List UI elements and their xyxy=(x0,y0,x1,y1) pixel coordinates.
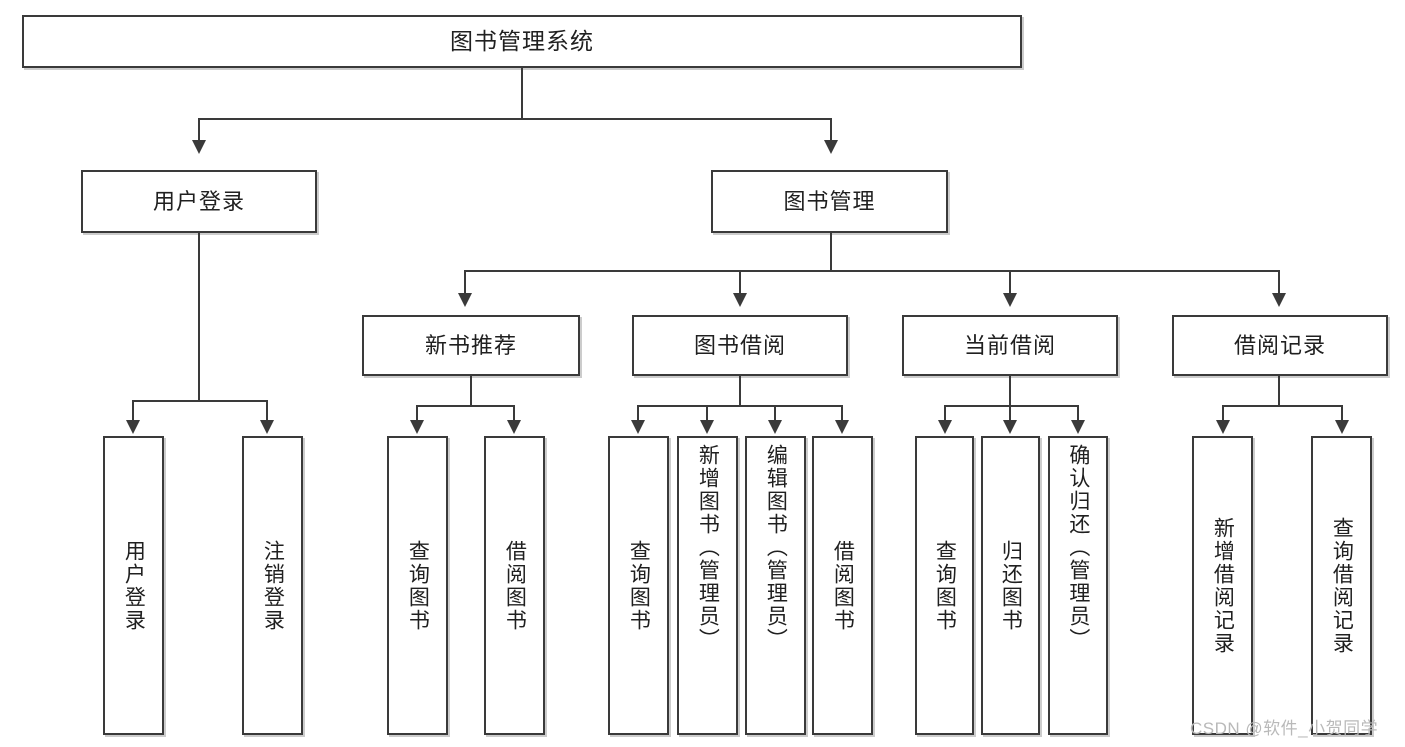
connector-bb-drop-3 xyxy=(774,405,776,422)
connector-user-login-drop-1 xyxy=(132,400,134,422)
leaf-cb-confirm-return-admin[interactable]: 确认归还（管理员） xyxy=(1048,436,1108,735)
connector-bb-bus xyxy=(637,405,842,407)
connector-level3-drop-3 xyxy=(1009,270,1011,295)
arrow-to-new-book-recommend xyxy=(458,293,472,307)
connector-level2-bus xyxy=(198,118,832,120)
leaf-nbr-query-book[interactable]: 查询图书 xyxy=(387,436,448,735)
connector-bb-drop-1 xyxy=(637,405,639,422)
connector-cb-drop-1 xyxy=(944,405,946,422)
leaf-bb-add-book-admin[interactable]: 新增图书（管理员） xyxy=(677,436,738,735)
leaf-label: 借阅图书 xyxy=(831,539,855,632)
arrow-to-user-login xyxy=(192,140,206,154)
connector-cb-bus xyxy=(944,405,1078,407)
leaf-label: 查询图书 xyxy=(406,539,430,632)
leaf-label: 查询图书 xyxy=(933,539,957,632)
node-book-borrow[interactable]: 图书借阅 xyxy=(632,315,848,376)
leaf-label: 新增借阅记录 xyxy=(1211,516,1235,655)
connector-book-manage-stem xyxy=(830,233,832,270)
connector-br-stem xyxy=(1278,376,1280,405)
leaf-bb-borrow-book[interactable]: 借阅图书 xyxy=(812,436,873,735)
arrow-to-leaf-bb-query xyxy=(631,420,645,434)
leaf-nbr-borrow-book[interactable]: 借阅图书 xyxy=(484,436,545,735)
arrow-to-borrow-record xyxy=(1272,293,1286,307)
node-label: 借阅记录 xyxy=(1233,332,1326,358)
leaf-label: 确认归还（管理员） xyxy=(1066,444,1090,651)
connector-nbr-bus xyxy=(416,405,514,407)
node-label: 图书借阅 xyxy=(693,332,786,358)
connector-level3-drop-2 xyxy=(739,270,741,295)
node-new-book-recommend[interactable]: 新书推荐 xyxy=(362,315,580,376)
node-label: 当前借阅 xyxy=(963,332,1056,358)
arrow-to-book-manage xyxy=(824,140,838,154)
leaf-user-login[interactable]: 用户登录 xyxy=(103,436,164,735)
arrow-to-leaf-br-add xyxy=(1216,420,1230,434)
connector-nbr-drop-2 xyxy=(513,405,515,422)
leaf-label: 用户登录 xyxy=(122,539,146,632)
connector-root-stem xyxy=(521,68,523,118)
leaf-bb-edit-book-admin[interactable]: 编辑图书（管理员） xyxy=(745,436,806,735)
node-label: 图书管理系统 xyxy=(450,28,594,55)
node-borrow-record[interactable]: 借阅记录 xyxy=(1172,315,1388,376)
node-book-manage[interactable]: 图书管理 xyxy=(711,170,948,233)
arrow-to-leaf-cb-query xyxy=(938,420,952,434)
arrow-to-leaf-logout xyxy=(260,420,274,434)
connector-user-login-bus xyxy=(132,400,266,402)
node-root-system[interactable]: 图书管理系统 xyxy=(22,15,1022,68)
leaf-br-add-record[interactable]: 新增借阅记录 xyxy=(1192,436,1253,735)
arrow-to-leaf-nbr-query xyxy=(410,420,424,434)
connector-user-login-stem xyxy=(198,233,200,400)
arrow-to-leaf-br-query xyxy=(1335,420,1349,434)
node-user-login[interactable]: 用户登录 xyxy=(81,170,317,233)
connector-bb-drop-4 xyxy=(841,405,843,422)
connector-nbr-stem xyxy=(470,376,472,405)
arrow-to-leaf-cb-confirm xyxy=(1071,420,1085,434)
leaf-label: 查询借阅记录 xyxy=(1330,516,1354,655)
arrow-to-leaf-bb-edit xyxy=(768,420,782,434)
leaf-label: 归还图书 xyxy=(999,539,1023,632)
connector-level3-drop-4 xyxy=(1278,270,1280,295)
connector-br-bus xyxy=(1222,405,1342,407)
leaf-label: 借阅图书 xyxy=(503,539,527,632)
connector-level3-drop-1 xyxy=(464,270,466,295)
watermark-text: CSDN @软件_小贺同学 xyxy=(1190,719,1379,738)
node-label: 图书管理 xyxy=(783,188,876,214)
arrow-to-leaf-user-login xyxy=(126,420,140,434)
connector-level3-bus xyxy=(464,270,1280,272)
node-current-borrow[interactable]: 当前借阅 xyxy=(902,315,1118,376)
arrow-to-book-borrow xyxy=(733,293,747,307)
connector-cb-stem xyxy=(1009,376,1011,405)
node-label: 新书推荐 xyxy=(424,332,517,358)
connector-cb-drop-2 xyxy=(1009,405,1011,422)
arrow-to-leaf-cb-return xyxy=(1003,420,1017,434)
leaf-label: 查询图书 xyxy=(627,539,651,632)
connector-cb-drop-3 xyxy=(1077,405,1079,422)
connector-br-drop-2 xyxy=(1341,405,1343,422)
arrow-to-current-borrow xyxy=(1003,293,1017,307)
connector-br-drop-1 xyxy=(1222,405,1224,422)
connector-bb-drop-2 xyxy=(706,405,708,422)
node-label: 用户登录 xyxy=(152,188,245,214)
leaf-cb-return-book[interactable]: 归还图书 xyxy=(981,436,1040,735)
arrow-to-leaf-bb-borrow xyxy=(835,420,849,434)
leaf-cb-query-book[interactable]: 查询图书 xyxy=(915,436,974,735)
leaf-label: 注销登录 xyxy=(261,539,285,632)
leaf-label: 新增图书（管理员） xyxy=(696,444,720,651)
connector-level2-drop-left xyxy=(198,118,200,142)
connector-nbr-drop-1 xyxy=(416,405,418,422)
connector-bb-stem xyxy=(739,376,741,405)
leaf-bb-query-book[interactable]: 查询图书 xyxy=(608,436,669,735)
arrow-to-leaf-nbr-borrow xyxy=(507,420,521,434)
leaf-label: 编辑图书（管理员） xyxy=(764,444,788,651)
connector-user-login-drop-2 xyxy=(266,400,268,422)
arrow-to-leaf-bb-add xyxy=(700,420,714,434)
leaf-br-query-record[interactable]: 查询借阅记录 xyxy=(1311,436,1372,735)
leaf-logout[interactable]: 注销登录 xyxy=(242,436,303,735)
connector-level2-drop-right xyxy=(830,118,832,142)
